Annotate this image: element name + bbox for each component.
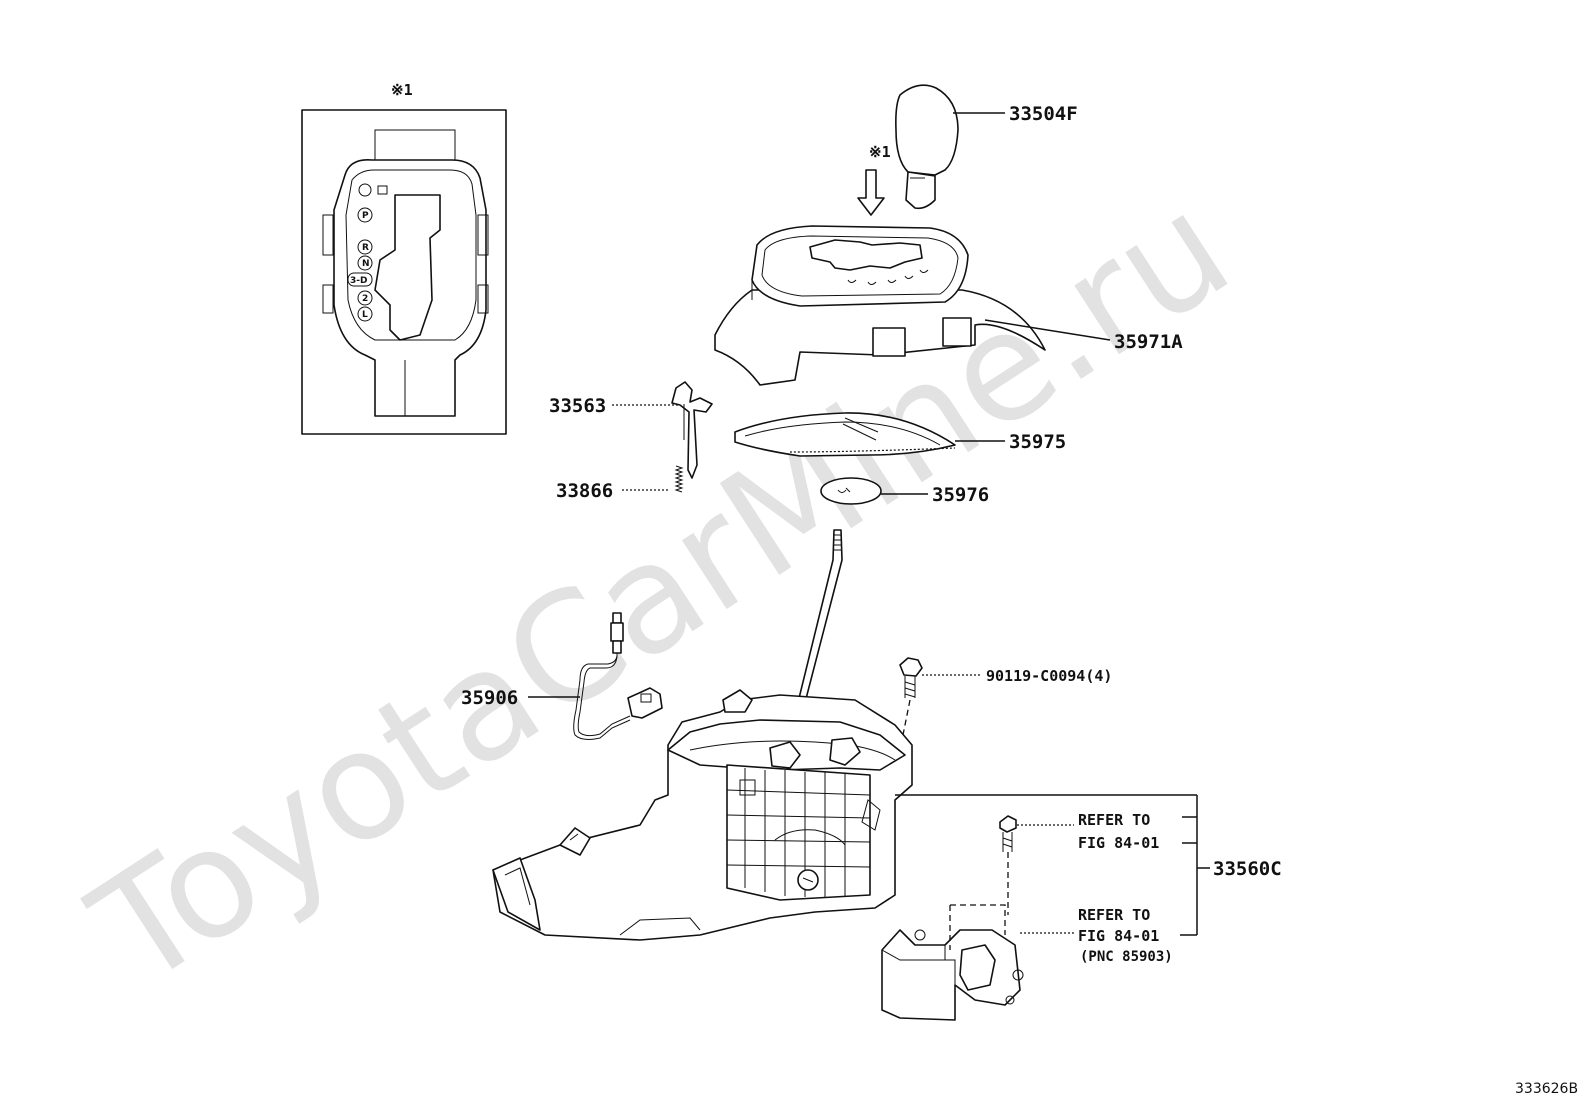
shift-indicator-housing[interactable] xyxy=(714,225,1046,386)
gear-label-p: P xyxy=(362,211,369,221)
slide-indicator-plate[interactable] xyxy=(734,412,956,457)
part-label-33504F: 33504F xyxy=(1009,103,1078,125)
ref2-line1: REFER TO xyxy=(1078,906,1150,924)
ref2-line3: (PNC 85903) xyxy=(1080,949,1173,965)
shift-lock-control-unit[interactable] xyxy=(881,904,1024,1021)
shift-lever-assembly[interactable] xyxy=(492,689,913,941)
inset-shift-gate: ※1 P R N 3-D 2 L xyxy=(301,81,507,435)
down-arrow-icon xyxy=(857,169,885,216)
part-label-35975: 35975 xyxy=(1009,431,1066,453)
position-indicator-lens[interactable] xyxy=(820,477,882,505)
arrow-note-mark: ※1 xyxy=(869,143,891,161)
figure-id: 333626B xyxy=(1515,1081,1578,1097)
part-label-33560C: 33560C xyxy=(1213,858,1282,880)
part-label-35976: 35976 xyxy=(932,484,989,506)
gear-label-2: 2 xyxy=(362,294,368,304)
part-label-33866: 33866 xyxy=(556,480,613,502)
indicator-bulb-clip[interactable] xyxy=(671,381,713,479)
mounting-bolt[interactable] xyxy=(899,657,923,698)
shift-knob[interactable] xyxy=(895,84,959,210)
illumination-wire-harness[interactable] xyxy=(573,612,663,740)
part-label-90119-C0094: 90119-C0094(4) xyxy=(986,667,1112,685)
inset-note-mark: ※1 xyxy=(391,81,413,99)
shift-lock-screw[interactable] xyxy=(999,815,1017,852)
ref2-line2: FIG 84-01 xyxy=(1078,927,1159,945)
ref1-line2: FIG 84-01 xyxy=(1078,834,1159,852)
part-label-35906: 35906 xyxy=(461,687,518,709)
gear-label-3d: 3-D xyxy=(350,276,367,286)
gear-label-r: R xyxy=(362,243,369,253)
gear-label-l: L xyxy=(362,310,368,320)
part-label-33563: 33563 xyxy=(549,395,606,417)
part-label-35971A: 35971A xyxy=(1114,331,1183,353)
gear-label-n: N xyxy=(362,259,370,269)
ref1-line1: REFER TO xyxy=(1078,811,1150,829)
compression-spring[interactable] xyxy=(674,465,684,493)
